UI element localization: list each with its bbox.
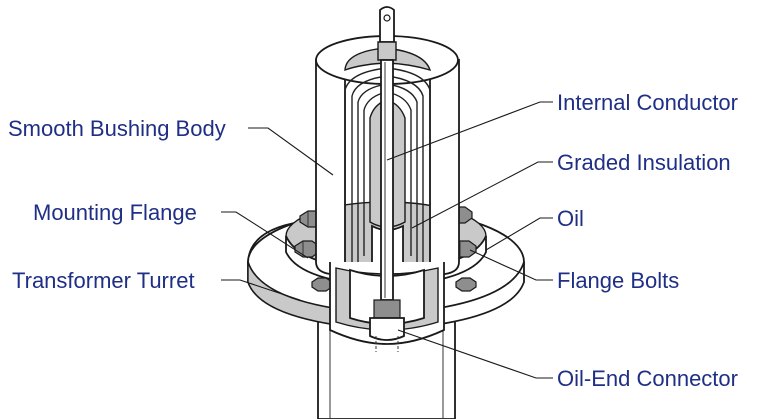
leader-lines (221, 101, 553, 379)
label-internal-conductor: Internal Conductor (557, 90, 738, 115)
leader-oil-end-connector (397, 329, 553, 379)
labels: Smooth Bushing Body Mounting Flange Tran… (8, 90, 738, 391)
label-transformer-turret: Transformer Turret (12, 268, 195, 293)
label-graded-insulation: Graded Insulation (557, 150, 731, 175)
leader-flange-bolts (469, 249, 553, 281)
leader-oil (485, 217, 553, 251)
leader-graded-insulation (411, 161, 553, 229)
bolt-6 (455, 277, 477, 292)
internal-conductor (377, 6, 397, 301)
oil-end-connector (369, 299, 405, 352)
leader-mounting-flange (221, 211, 309, 259)
label-mounting-flange: Mounting Flange (33, 200, 197, 225)
label-oil-end-connector: Oil-End Connector (557, 366, 738, 391)
label-flange-bolts: Flange Bolts (557, 268, 679, 293)
leader-internal-conductor (386, 101, 553, 161)
label-smooth-bushing-body: Smooth Bushing Body (8, 116, 226, 141)
bolt-5 (311, 277, 333, 292)
label-oil: Oil (557, 206, 584, 231)
leader-transformer-turret (221, 279, 301, 301)
leader-smooth-bushing-body (248, 127, 334, 176)
